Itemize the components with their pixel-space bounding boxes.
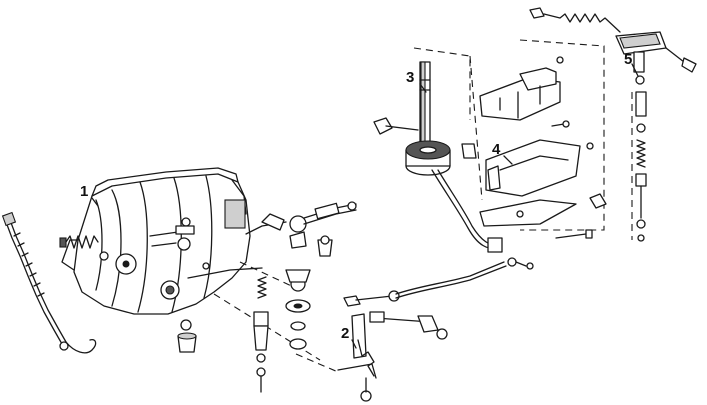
- callout-3-shift-tube: 3: [406, 69, 415, 86]
- shift-lever: [295, 290, 448, 402]
- column-indicator: [529, 7, 697, 242]
- kickdown-cable: [1, 211, 97, 354]
- callout-1-transmission: 1: [80, 183, 89, 200]
- shift-tube-assembly: [373, 47, 503, 253]
- shift-cable: [395, 257, 534, 299]
- callout-4-bracket: 4: [492, 141, 501, 158]
- throttle-rod: [245, 201, 357, 257]
- case-small-parts: [175, 225, 263, 353]
- selector-shaft-parts: [213, 261, 321, 393]
- detent-spring: [59, 235, 99, 249]
- callout-2-shift-lever: 2: [341, 325, 350, 342]
- transmission-case: [61, 167, 251, 315]
- callout-5-indicator: 5: [624, 51, 633, 68]
- column-bracket: [479, 39, 607, 239]
- callout-leaders: [91, 63, 639, 349]
